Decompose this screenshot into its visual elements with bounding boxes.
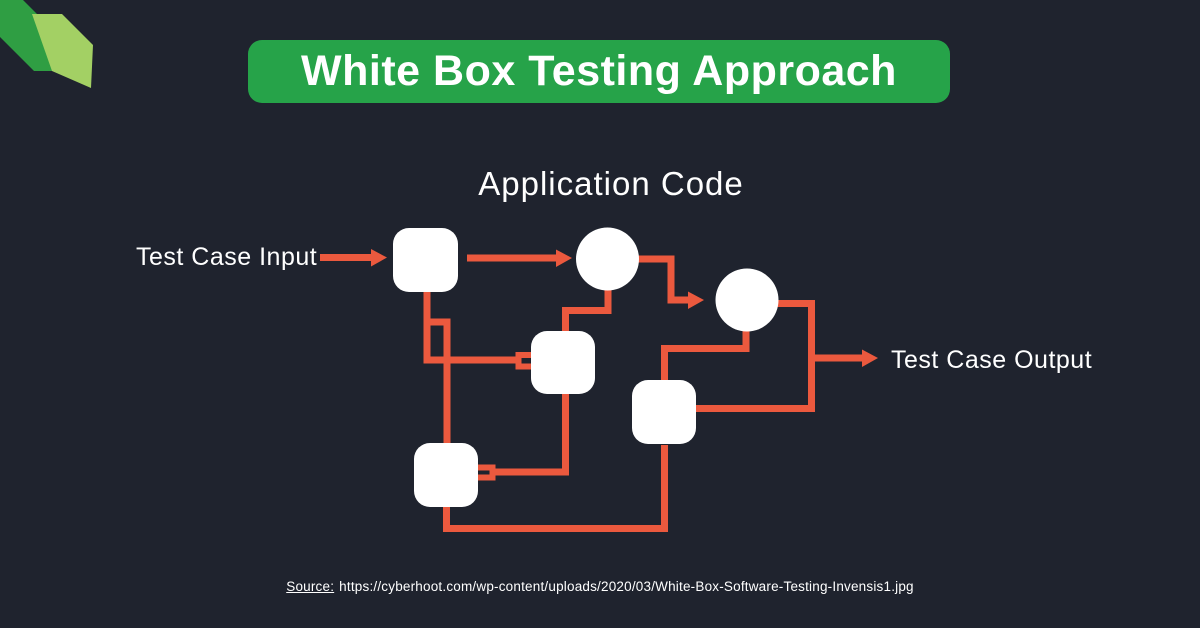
plug-square4-right <box>478 464 496 481</box>
connector-jog-to-square4 <box>423 318 451 446</box>
arrowhead-square1-to-circle1 <box>556 249 572 267</box>
source-url: https://cyberhoot.com/wp-content/uploads… <box>339 579 914 594</box>
connector-circle2-to-square3 <box>661 328 750 382</box>
ribbon-dark-stripe <box>0 0 58 71</box>
flow-connectors <box>320 249 878 532</box>
connector-circle1-to-circle2 <box>638 255 689 304</box>
node-square-2 <box>531 331 595 394</box>
node-circle-1 <box>576 227 639 291</box>
connector-square4-to-square3 <box>443 445 668 532</box>
plug-square2-left <box>515 352 531 370</box>
connector-square2-to-square4 <box>490 392 569 476</box>
connector-circle1-to-square2 <box>562 286 612 333</box>
node-square-1 <box>393 228 458 292</box>
corner-ribbon <box>0 0 93 88</box>
arrowhead-output <box>862 349 878 367</box>
node-circle-2 <box>715 268 779 332</box>
arrowhead-circle1-to-circle2 <box>688 291 704 309</box>
diagram-heading: Application Code <box>478 165 744 202</box>
source-attribution: Source: https://cyberhoot.com/wp-content/… <box>0 579 1200 594</box>
flow-nodes <box>393 227 779 507</box>
ribbon-light-stripe <box>32 14 93 88</box>
node-square-3 <box>632 380 696 444</box>
source-label: Source: <box>286 579 335 594</box>
title-banner: White Box Testing Approach <box>248 40 950 103</box>
page-title: White Box Testing Approach <box>301 47 897 95</box>
node-square-4 <box>414 443 478 507</box>
test-case-input-label: Test Case Input <box>136 243 318 271</box>
test-case-output-label: Test Case Output <box>891 346 1093 374</box>
arrowhead-input <box>371 249 387 267</box>
